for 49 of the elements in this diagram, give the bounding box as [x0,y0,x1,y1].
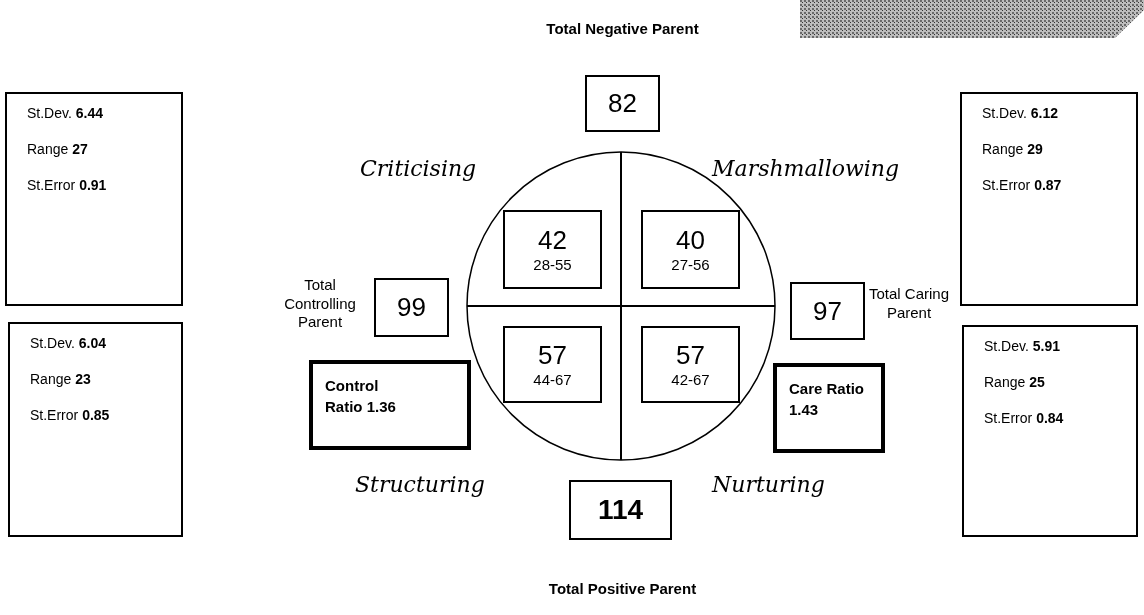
stat-text: Range 23 [30,372,92,386]
score-box [503,210,602,289]
score-value: 57 [538,338,567,372]
stat-text: St.Dev. 6.44 [27,106,104,120]
score-range: 44-67 [533,371,572,391]
stat-text: St.Error 0.85 [30,408,111,422]
ratio-box [773,363,885,453]
stat-text: St.Dev. 6.04 [30,336,107,350]
total-box [585,75,660,132]
ratio-text: Care Ratio 1.43 [789,379,866,420]
total-caption: Total Negative Parent [546,18,699,39]
score-value: 57 [676,338,705,372]
total-caption: Total Positive Parent [548,578,697,599]
stat-text: Range 29 [982,142,1044,156]
total-value: 114 [597,493,644,527]
ratio-text: Control Ratio 1.36 [325,376,397,417]
total-box [790,282,865,340]
total-box [374,278,449,337]
total-value: 99 [397,291,426,324]
stat-text: St.Error 0.84 [984,411,1065,425]
quadrant-label: Nurturing [712,471,826,499]
score-value: 42 [538,223,567,257]
score-box [503,326,602,403]
stat-text: Range 27 [27,142,89,156]
total-caption: Total Caring Parent [868,285,950,323]
stat-text: St.Error 0.87 [982,178,1063,192]
quadrant-label: Criticising [360,155,478,183]
stats-box [960,92,1138,306]
stat-text: St.Dev. 5.91 [984,339,1061,353]
score-value: 40 [676,223,705,257]
score-box [641,210,740,289]
total-caption: Total Controlling Parent [283,275,357,333]
textured-shape [800,0,1144,38]
total-box [569,480,672,540]
score-range: 27-56 [671,256,710,276]
ratio-box [309,360,471,450]
stat-text: St.Error 0.91 [27,178,108,192]
score-box [641,326,740,403]
score-range: 42-67 [671,371,710,391]
stat-text: St.Dev. 6.12 [982,106,1059,120]
stats-box [8,322,183,537]
stats-box [5,92,183,306]
stats-box [962,325,1138,537]
total-value: 82 [608,87,637,120]
quadrant-label: Structuring [355,471,486,499]
quadrant-label: Marshmallowing [712,155,901,183]
score-range: 28-55 [533,256,572,276]
stat-text: Range 25 [984,375,1046,389]
total-value: 97 [813,294,842,328]
